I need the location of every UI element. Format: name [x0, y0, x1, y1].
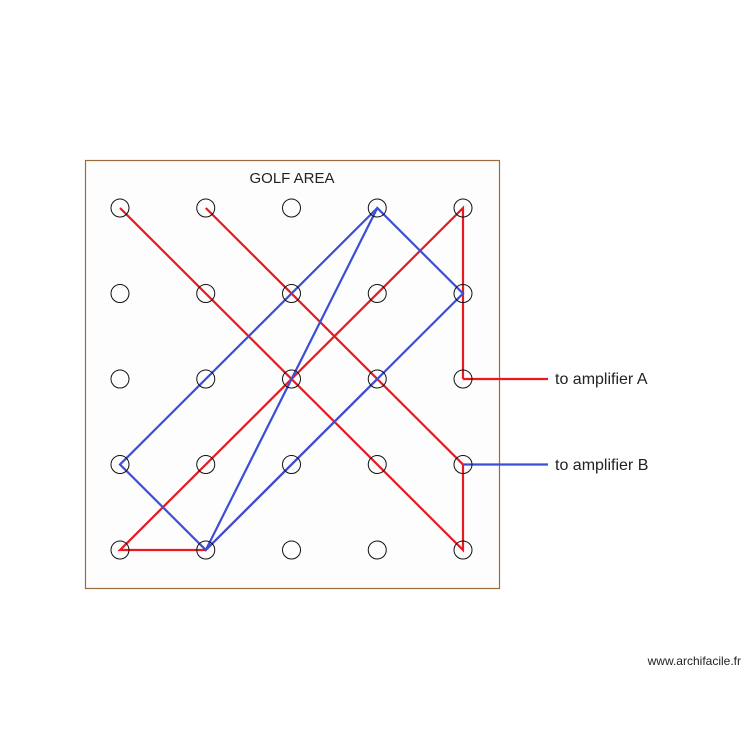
node-circle-icon [110, 369, 130, 389]
amplifier-a-label: to amplifier A [555, 371, 648, 388]
node-circle-icon [110, 198, 130, 218]
node-circle-icon [110, 455, 130, 474]
node-circle-icon [196, 198, 216, 218]
node-circle-icon [453, 455, 473, 474]
node-circle-icon [367, 198, 387, 218]
node-circle-icon [196, 284, 216, 303]
node-circle-icon [110, 284, 130, 303]
node-circle-icon [453, 284, 473, 303]
node-circle-icon [453, 369, 473, 389]
node-circle-icon [367, 284, 387, 303]
node-circle-icon [196, 455, 216, 474]
node-circle-icon [367, 369, 387, 389]
amplifier-b-wire [118, 206, 465, 552]
node-circle-icon [282, 284, 301, 303]
node-circle-icon [282, 198, 301, 218]
wire-loops [117, 205, 548, 553]
node-circle-icon [453, 198, 473, 218]
golf-area-title: GOLF AREA [249, 170, 334, 187]
node-circle-icon [282, 455, 301, 474]
node-circle-icon [282, 540, 301, 560]
node-circle-icon [110, 540, 130, 560]
node-grid [110, 198, 473, 560]
node-circle-icon [196, 369, 216, 389]
node-circle-icon [367, 455, 387, 474]
amplifier-b-label: to amplifier B [555, 457, 648, 474]
archifacile-watermark: www.archifacile.fr [647, 654, 741, 668]
node-circle-icon [282, 369, 301, 389]
node-circle-icon [367, 540, 387, 560]
node-circle-icon [453, 540, 473, 560]
node-circle-icon [196, 540, 216, 560]
